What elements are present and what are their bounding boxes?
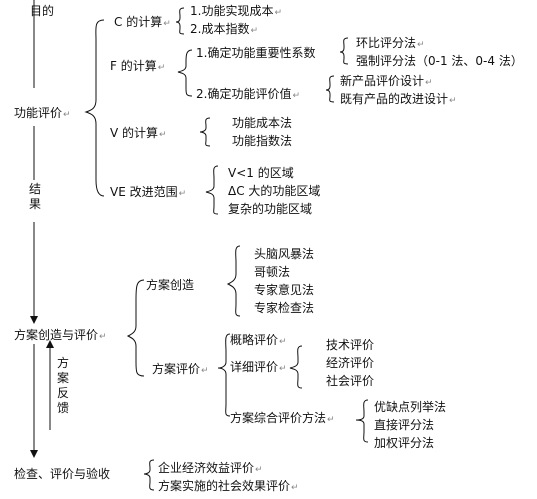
inspect-item-2: 方案实施的社会效果评价↵ (158, 479, 299, 493)
f1-item-2: 强制评分法（0-1 法、0-4 法） (356, 54, 523, 68)
brace-inspect (143, 459, 155, 491)
v-item-2: 功能指数法 (232, 134, 293, 148)
create-item-2: 哥顿法 (254, 265, 291, 279)
detail-item-3: 社会评价 (326, 374, 375, 388)
f2-item-2: 既有产品的改进设计↵ (340, 92, 457, 106)
v-calc-label: V 的计算↵ (110, 126, 167, 140)
scheme-evaluate-label: 方案评价↵ (152, 362, 209, 376)
f1-label: 1.确定功能重要性系数 (196, 46, 316, 60)
detail-eval-label: 详细评价↵ (230, 360, 287, 374)
ve-range-label: VE 改进范围↵ (110, 185, 187, 199)
stage-inspect: 检查、评价与验收 (14, 467, 111, 481)
ve-item-3: 复杂的功能区域 (228, 202, 313, 216)
brace-detail (289, 345, 303, 389)
c-calc-label: C 的计算↵ (114, 15, 171, 29)
stage-result: 结果 (28, 182, 41, 211)
f-calc-label: F 的计算↵ (110, 59, 166, 73)
stage-scheme-feedback: 方案反馈 (56, 356, 69, 415)
feedback-arrow (46, 340, 54, 348)
arrow-down-2 (30, 450, 38, 458)
brace-f (177, 49, 193, 97)
brace-c (175, 7, 185, 35)
stage-scheme-create-eval: 方案创造与评价↵ (14, 328, 107, 342)
brace-comprehensive (355, 399, 369, 443)
brace-scheme (126, 279, 145, 377)
create-item-3: 专家意见法 (254, 283, 315, 297)
v-item-1: 功能成本法 (232, 116, 293, 130)
c-item-1: 1.功能实现成本↵ (190, 4, 282, 18)
comprehensive-eval-label: 方案综合评价方法↵ (230, 411, 335, 425)
brace-f2 (325, 75, 335, 103)
brace-ve (205, 165, 219, 215)
create-item-1: 头脑风暴法 (254, 247, 315, 261)
brace-creation (226, 245, 241, 317)
stage-goal: 目的 (30, 4, 55, 18)
inspect-item-1: 企业经济效益评价↵ (158, 461, 263, 475)
detail-item-1: 技术评价 (326, 338, 375, 352)
brace-v (199, 117, 211, 147)
comprehensive-item-3: 加权评分法 (374, 436, 435, 450)
ve-item-1: V<1 的区域 (228, 166, 294, 180)
brace-evaluation (217, 333, 231, 417)
stage-function-eval: 功能评价↵ (14, 106, 71, 120)
scheme-create-label: 方案创造 (146, 278, 195, 292)
ve-item-2: ΔC 大的功能区域 (228, 184, 321, 198)
create-item-4: 专家检查法 (254, 301, 315, 315)
brace-function-eval (84, 19, 105, 197)
brace-f1 (339, 37, 349, 65)
comprehensive-item-2: 直接评分法 (374, 418, 435, 432)
f1-item-1: 环比评分法↵ (356, 36, 425, 50)
arrow-down-1 (30, 316, 38, 324)
c-item-2: 2.成本指数↵ (190, 22, 258, 36)
detail-item-2: 经济评价 (326, 356, 375, 370)
comprehensive-item-1: 优缺点列举法 (374, 400, 447, 414)
f2-label: 2.确定功能评价值↵ (196, 87, 300, 101)
f2-item-1: 新产品评价设计↵ (340, 74, 433, 88)
rough-eval-label: 概略评价↵ (230, 333, 287, 347)
